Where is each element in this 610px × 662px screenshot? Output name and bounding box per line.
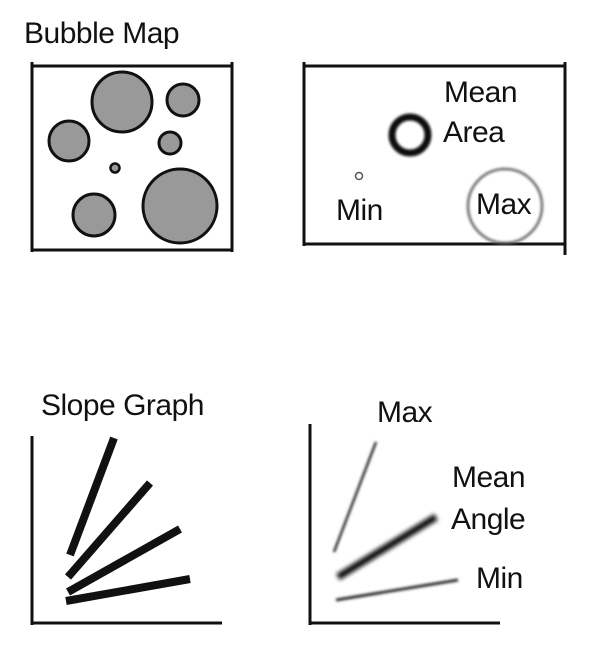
slope-graph-panel xyxy=(30,436,222,625)
slope-line xyxy=(64,480,154,580)
mean-slope-label: Mean xyxy=(452,461,526,494)
mean-angle-line xyxy=(336,514,438,580)
area-label: Area xyxy=(443,116,505,149)
bubble xyxy=(109,162,121,174)
slope-summary-panel xyxy=(308,424,500,625)
slope-line xyxy=(66,525,182,596)
bubble xyxy=(47,119,91,163)
max-bubble xyxy=(466,167,544,245)
max-bubble-label: Max xyxy=(476,188,532,221)
slope-line xyxy=(65,575,191,605)
bubble-summary-panel xyxy=(302,62,567,255)
mean-area-bubble xyxy=(388,113,432,157)
bubble xyxy=(90,70,154,134)
bubble xyxy=(157,130,183,156)
min-slope-label: Min xyxy=(476,562,523,595)
angle-label: Angle xyxy=(451,503,526,536)
bubble-map-title: Bubble Map xyxy=(24,17,180,50)
slope-graph-title: Slope Graph xyxy=(41,389,204,422)
min-bubble xyxy=(354,171,364,181)
bubble xyxy=(141,167,219,245)
slope-line xyxy=(66,436,118,557)
max-slope-label: Max xyxy=(377,396,433,429)
bubble xyxy=(71,192,117,238)
min-slope-line xyxy=(335,578,459,602)
bubble-map-panel xyxy=(30,62,234,252)
mean-label: Mean xyxy=(444,76,518,109)
min-bubble-label: Min xyxy=(336,194,383,227)
max-slope-line xyxy=(332,441,378,553)
bubble xyxy=(165,82,201,118)
